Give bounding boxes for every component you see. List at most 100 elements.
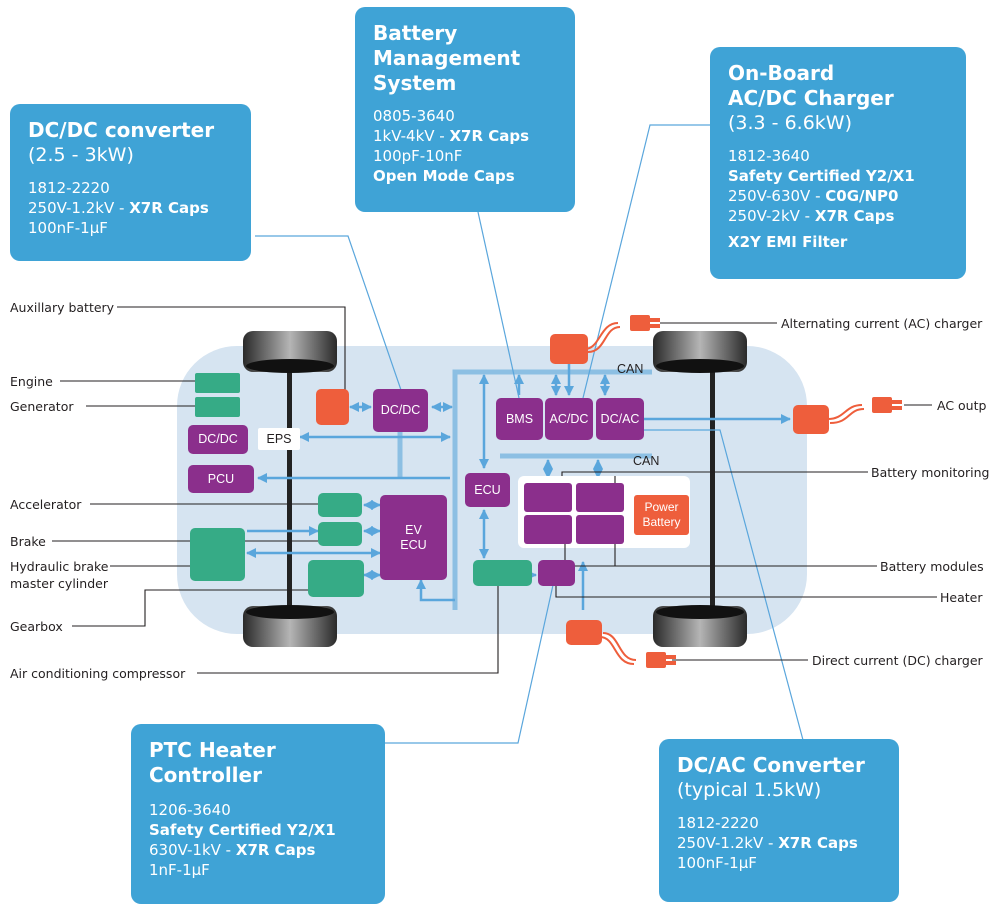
card-dcac-cap-type: X7R Caps: [778, 834, 858, 852]
power-battery-label-2: Battery: [642, 515, 681, 529]
card-dcdc-voltage: 250V-1.2kV -: [28, 199, 130, 217]
card-charger-cap-type-2: X7R Caps: [814, 207, 895, 225]
label-ac-charger: Alternating current (AC) charger: [781, 316, 983, 331]
card-bms-title-3: System: [373, 71, 457, 95]
label-gearbox: Gearbox: [10, 619, 63, 634]
card-charger-voltage-2: 250V-2kV -: [728, 207, 815, 225]
card-charger-cap-type-1: C0G/NP0: [825, 187, 899, 205]
ac-output-plug: [827, 397, 902, 424]
card-bms-line-4: Open Mode Caps: [373, 167, 515, 185]
card-dcac-voltage: 250V-1.2kV -: [677, 834, 779, 852]
battery-module-3: [524, 515, 572, 544]
card-ptc-line-2: Safety Certified Y2/X1: [149, 821, 336, 839]
dc-charger-plug: [599, 632, 676, 668]
card-bms-title-1: Battery: [373, 21, 458, 45]
brake-block: [318, 522, 362, 546]
ev-ecu-block: EV ECU: [380, 495, 447, 580]
ac-output-block: [793, 405, 829, 434]
bms-block: BMS: [496, 398, 543, 440]
can-label-bottom: CAN: [633, 454, 660, 468]
card-charger-line-3: 250V-630V - C0G/NP0: [728, 186, 948, 206]
card-bms-cap-type: X7R Caps: [449, 127, 530, 145]
battery-module-1: [524, 483, 572, 512]
card-charger-line-1: 1812-3640: [728, 147, 810, 165]
label-heater: Heater: [940, 590, 983, 605]
label-generator: Generator: [10, 399, 74, 414]
dcdc-center-block: DC/DC: [373, 389, 428, 432]
heater-block: [538, 560, 575, 586]
power-battery-block: Power Battery: [634, 495, 689, 535]
dcdc-left-block: DC/DC: [188, 425, 248, 454]
card-dcdc-line-3: 100nF-1µF: [28, 219, 108, 237]
card-bms-line-2: 1kV-4kV - X7R Caps: [373, 126, 557, 146]
label-accelerator: Accelerator: [10, 497, 82, 512]
card-dcac-line-2: 250V-1.2kV - X7R Caps: [677, 833, 881, 853]
aux-battery-block: [316, 389, 349, 425]
pcu-block: PCU: [188, 465, 254, 493]
card-ptc-title-2: Controller: [149, 763, 262, 787]
card-dcac-converter: DC/AC Converter (typical 1.5kW) 1812-222…: [659, 739, 899, 902]
wheel-rear-bottom: [653, 605, 747, 647]
card-charger-title-1: On-Board: [728, 61, 835, 85]
card-bms: Battery Management System 0805-3640 1kV-…: [355, 7, 575, 212]
card-ptc-voltage: 630V-1kV -: [149, 841, 236, 859]
card-onboard-charger: On-Board AC/DC Charger (3.3 - 6.6kW) 181…: [710, 47, 966, 279]
engine-block: [195, 373, 240, 393]
power-battery-label-1: Power: [644, 500, 679, 514]
card-bms-line-3: 100pF-10nF: [373, 147, 463, 165]
card-charger-voltage-1: 250V-630V -: [728, 187, 826, 205]
battery-module-4: [576, 515, 624, 544]
can-label-top: CAN: [617, 362, 644, 376]
label-hydraulic-1: Hydraulic brake: [10, 559, 109, 574]
ecu-block: ECU: [465, 473, 510, 507]
ev-ecu-label-1: EV: [405, 522, 422, 537]
card-charger-line-2: Safety Certified Y2/X1: [728, 167, 915, 185]
card-dcdc-converter: DC/DC converter (2.5 - 3kW) 1812-2220 25…: [10, 104, 251, 261]
label-ac-compressor: Air conditioning compressor: [10, 666, 186, 681]
wheel-rear-top: [653, 331, 747, 373]
label-battery-monitoring: Battery monitoring: [871, 465, 990, 480]
card-charger-title-2: AC/DC Charger: [728, 86, 894, 110]
hydraulic-brake-block: [190, 528, 245, 581]
card-dcdc-cap-type: X7R Caps: [129, 199, 209, 217]
card-ptc-line-1: 1206-3640: [149, 801, 231, 819]
accelerator-block: [318, 493, 362, 517]
wheel-front-top: [243, 331, 337, 373]
label-aux-battery: Auxillary battery: [10, 300, 115, 315]
card-leaders: [255, 124, 804, 744]
card-dcdc-title: DC/DC converter: [28, 118, 215, 142]
ac-compressor-block: [473, 560, 532, 586]
card-dcdc-line-2: 250V-1.2kV - X7R Caps: [28, 198, 233, 218]
card-ptc-cap-type: X7R Caps: [235, 841, 316, 859]
eps-block: EPS: [258, 428, 300, 450]
card-charger-line-4: 250V-2kV - X7R Caps: [728, 206, 948, 226]
acdc-block: AC/DC: [545, 398, 593, 440]
card-bms-line-1: 0805-3640: [373, 107, 455, 125]
label-brake: Brake: [10, 534, 46, 549]
card-dcac-title: DC/AC Converter: [677, 753, 865, 777]
label-dc-charger: Direct current (DC) charger: [812, 653, 983, 668]
wheel-front-bottom: [243, 605, 337, 647]
generator-block: [195, 397, 240, 417]
label-engine: Engine: [10, 374, 53, 389]
front-axle: [287, 362, 292, 617]
card-ptc-heater: PTC Heater Controller 1206-3640 Safety C…: [131, 724, 385, 904]
card-dcac-line-3: 100nF-1µF: [677, 854, 757, 872]
dcac-block: DC/AC: [596, 398, 644, 440]
gearbox-block: [308, 560, 364, 597]
ac-input-block: [550, 334, 588, 364]
card-charger-subtitle: (3.3 - 6.6kW): [728, 112, 852, 134]
rear-axle: [710, 362, 715, 617]
card-charger-line-5: X2Y EMI Filter: [728, 233, 848, 251]
ev-ecu-label-2: ECU: [400, 537, 427, 552]
card-ptc-title-1: PTC Heater: [149, 738, 276, 762]
label-leaders: [52, 306, 937, 674]
card-ptc-line-4: 1nF-1µF: [149, 861, 210, 879]
card-dcdc-line-1: 1812-2220: [28, 179, 110, 197]
card-dcac-subtitle: (typical 1.5kW): [677, 779, 822, 801]
card-dcac-line-1: 1812-2220: [677, 814, 759, 832]
card-dcdc-subtitle: (2.5 - 3kW): [28, 144, 134, 166]
card-ptc-line-3: 630V-1kV - X7R Caps: [149, 840, 367, 860]
battery-module-2: [576, 483, 624, 512]
card-bms-title-2: Management: [373, 46, 521, 70]
